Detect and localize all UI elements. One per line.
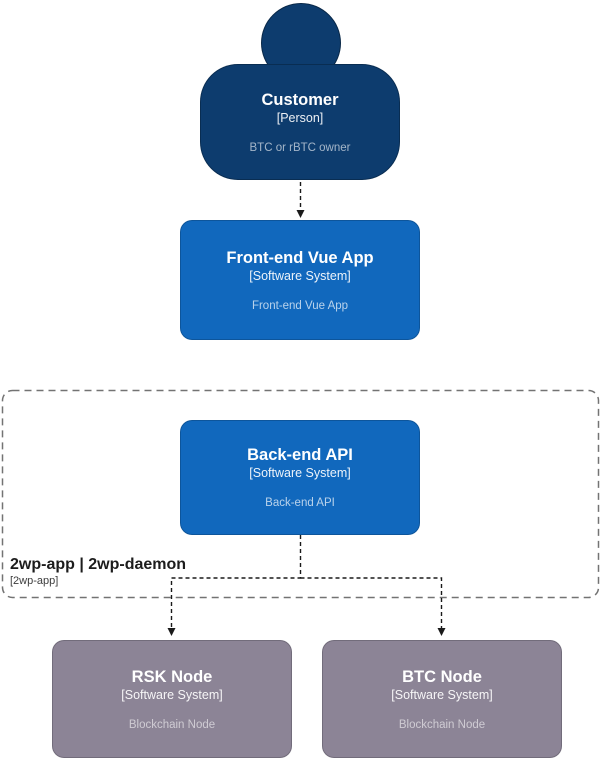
node-btc-node[interactable]: BTC Node [Software System] Blockchain No… — [322, 640, 562, 758]
node-title: Front-end Vue App — [226, 248, 374, 267]
node-type: [Software System] — [249, 268, 351, 283]
person-body: Customer [Person] BTC or rBTC owner — [200, 64, 400, 180]
node-description: Blockchain Node — [128, 718, 216, 731]
node-description: Blockchain Node — [398, 718, 486, 731]
node-title: Customer — [261, 90, 339, 109]
node-title: BTC Node — [402, 667, 482, 686]
node-type: [Software System] — [121, 687, 223, 702]
boundary-title: 2wp-app | 2wp-daemon — [10, 556, 187, 573]
node-title: Back-end API — [247, 446, 353, 464]
connector-backend-to-btc — [300, 577, 446, 636]
node-description: Front-end Vue App — [251, 299, 349, 312]
node-type: [Software System] — [391, 687, 493, 702]
node-description: Back-end API — [265, 497, 335, 509]
node-backend-api[interactable]: Back-end API [Software System] Back-end … — [180, 420, 420, 535]
node-frontend-vue-app[interactable]: Front-end Vue App [Software System] Fron… — [180, 220, 420, 340]
node-description: BTC or rBTC owner — [249, 141, 351, 154]
node-title: RSK Node — [131, 667, 213, 686]
boundary-subtitle: [2wp-app] — [10, 575, 59, 587]
connector-backend-to-rsk — [167, 535, 302, 636]
node-type: [Software System] — [249, 466, 351, 480]
node-rsk-node[interactable]: RSK Node [Software System] Blockchain No… — [52, 640, 292, 758]
node-type: [Person] — [276, 110, 324, 125]
